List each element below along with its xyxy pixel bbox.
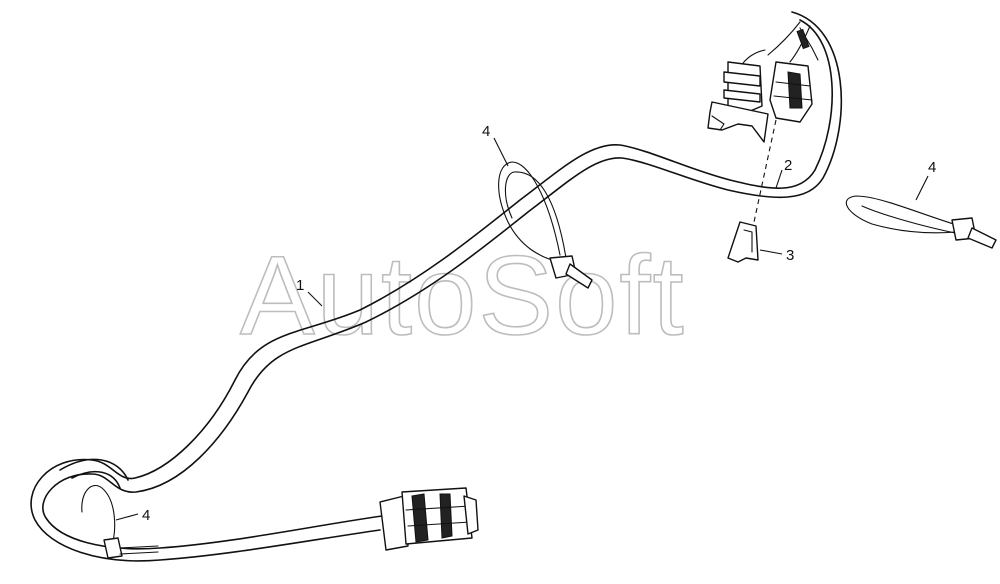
callout-4-right: 4	[928, 159, 936, 176]
callout-2: 2	[784, 157, 792, 174]
cable-tie-top	[498, 161, 593, 289]
callout-4-top: 4	[482, 123, 490, 140]
callout-leaders	[115, 137, 929, 521]
watermark-text: AutoSoft	[240, 233, 686, 358]
callout-4-bottom: 4	[142, 507, 150, 524]
connector-upper	[707, 21, 819, 143]
cable-tie-loose	[845, 195, 997, 249]
clip-part	[727, 221, 759, 263]
callout-1: 1	[296, 277, 304, 294]
callout-3: 3	[786, 247, 794, 264]
wiring-harness	[30, 11, 843, 562]
connector-lower	[379, 487, 479, 551]
cable-tie-bottom	[81, 485, 159, 559]
